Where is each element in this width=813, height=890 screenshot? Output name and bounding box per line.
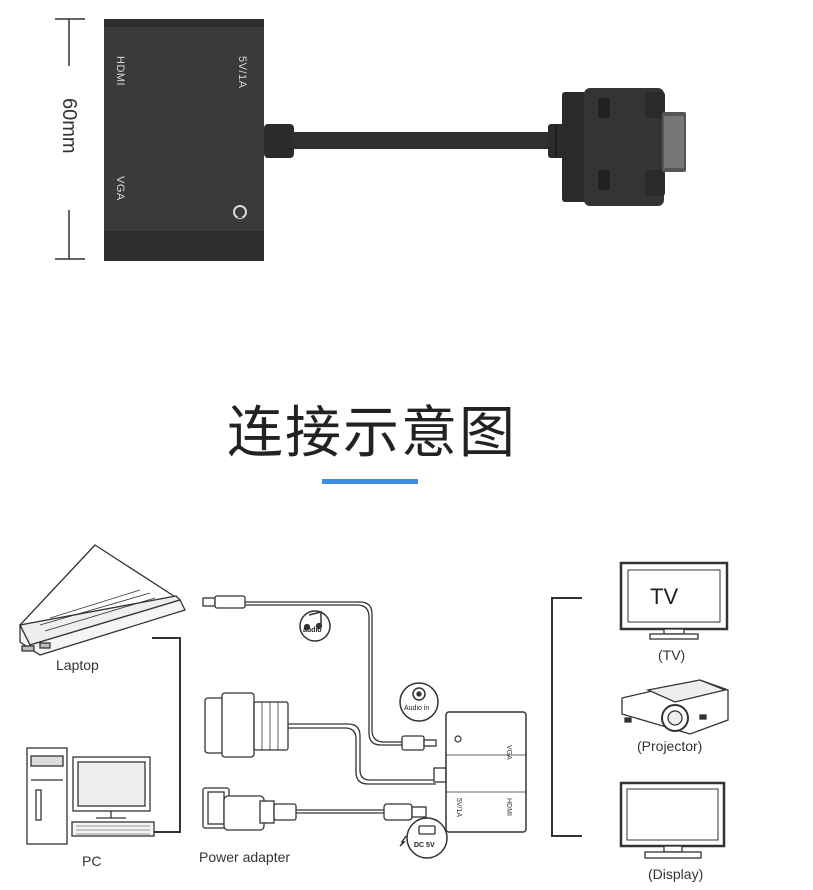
port-label-vga: VGA [114,176,126,201]
tv-label: (TV) [658,647,685,663]
product-illustration [0,0,813,300]
dimension-label: 60mm [57,98,80,154]
adapter-port-power: 5V/1A [455,798,462,817]
adapter-port-hdmi: HDMI [505,798,512,816]
pc-label: PC [82,853,101,869]
projector-icon [622,680,728,734]
display-bracket [552,598,582,836]
audio-badge-text: audio [303,627,322,634]
pc-icon [27,748,154,844]
display-label: (Display) [648,866,703,882]
laptop-label: Laptop [56,657,99,673]
dc-badge [407,818,447,858]
source-bracket [152,638,180,832]
adapter-port-vga: VGA [505,745,512,760]
projector-label: (Projector) [637,738,702,754]
vga-connector [562,88,686,206]
lightning-icon [400,836,406,846]
audio-in-badge-text: Audio in [404,705,429,712]
dc-badge-text: DC 5V [414,842,435,849]
cable-boot [264,124,294,158]
power-adapter-icon [203,788,426,830]
tv-screen-text: TV [650,584,678,610]
port-label-hdmi: HDMI [114,56,126,86]
port-label-power: 5V/1A [236,56,248,88]
power-adapter-label: Power adapter [199,849,290,865]
cable [292,132,557,149]
title-accent-bar [322,479,418,484]
display-icon [621,783,724,858]
section-title: 连接示意图 [0,388,744,469]
